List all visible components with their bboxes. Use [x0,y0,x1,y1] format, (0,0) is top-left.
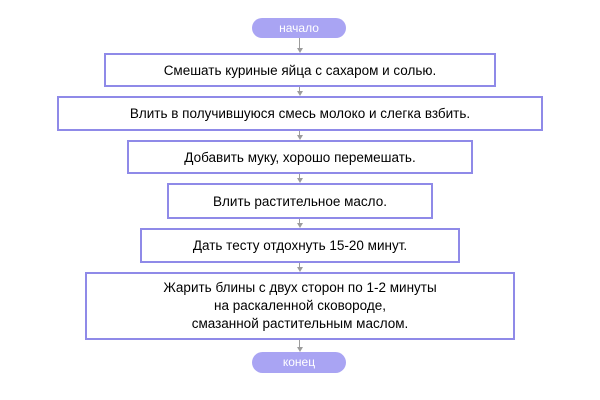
connector-start-step1 [299,38,300,49]
step-6-box: Жарить блины с двух сторон по 1-2 минуты… [85,272,515,340]
arrowhead-step5 [296,223,303,228]
end-terminal: конец [252,352,346,373]
arrowhead-end [296,347,303,352]
step-5-box: Дать тесту отдохнуть 15-20 минут. [140,228,460,263]
connector-step5-step6 [299,263,300,267]
connector-step2-step3 [299,131,300,135]
arrowhead-step3 [296,135,303,140]
step-2-box: Влить в получившуюся смесь молоко и слег… [57,96,543,131]
connector-step1-step2 [299,87,300,91]
arrowhead-step4 [296,178,303,183]
arrowhead-step2 [296,91,303,96]
connector-step6-end [299,340,300,347]
step-4-box: Влить растительное масло. [167,183,433,219]
connector-step4-step5 [299,219,300,223]
arrowhead-step1 [296,48,303,53]
start-terminal: начало [252,18,346,38]
arrowhead-step6 [296,267,303,272]
connector-step3-step4 [299,174,300,178]
step-3-box: Добавить муку, хорошо перемешать. [127,140,473,174]
step-1-box: Смешать куриные яйца с сахаром и солью. [104,53,496,87]
